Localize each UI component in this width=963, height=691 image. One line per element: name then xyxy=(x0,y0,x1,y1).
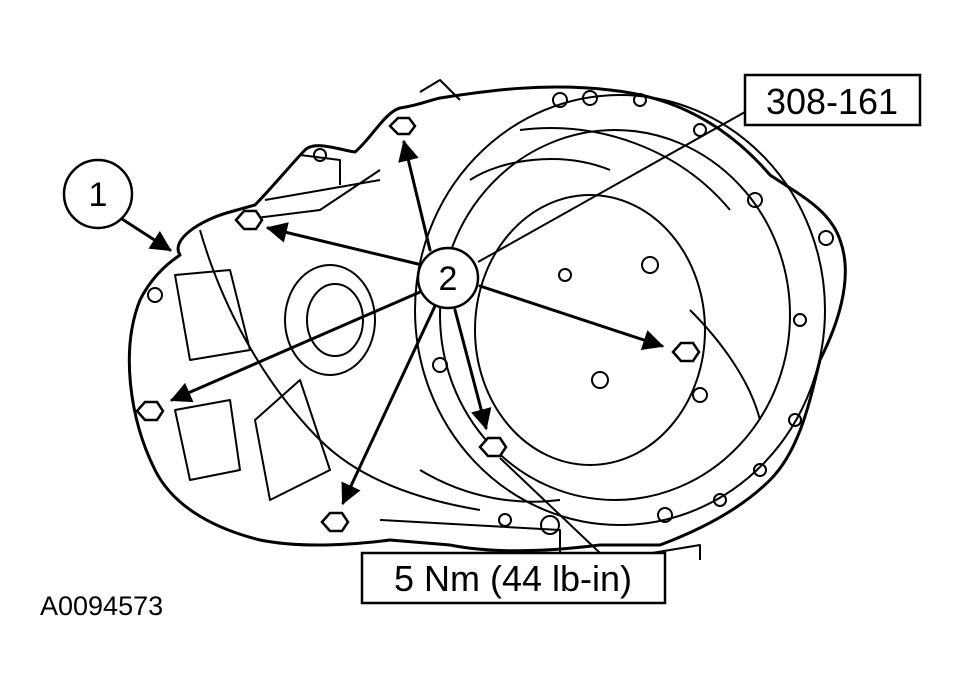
bolt-hex-icon xyxy=(234,209,264,231)
tool-label-box: 308-161 xyxy=(477,73,922,263)
callout-1: 1 xyxy=(62,158,172,252)
torque-spec: 5 Nm (44 lb-in) xyxy=(394,558,632,599)
transmission-case xyxy=(127,79,847,560)
callout-1-number: 1 xyxy=(89,176,108,214)
torque-label-box: 5 Nm (44 lb-in) xyxy=(360,457,667,605)
bolt-hex-icon xyxy=(320,511,350,533)
bolt-hex-icon xyxy=(478,436,508,458)
tool-number: 308-161 xyxy=(766,81,898,122)
figure-id: A0094573 xyxy=(40,591,163,621)
bolt-hex-icon xyxy=(388,116,417,136)
bolts xyxy=(135,116,701,533)
bolt-hex-icon xyxy=(135,400,165,422)
bolt-hex-icon xyxy=(671,341,701,363)
callout-2-number: 2 xyxy=(439,260,458,298)
callout-2: 2 xyxy=(170,139,664,505)
